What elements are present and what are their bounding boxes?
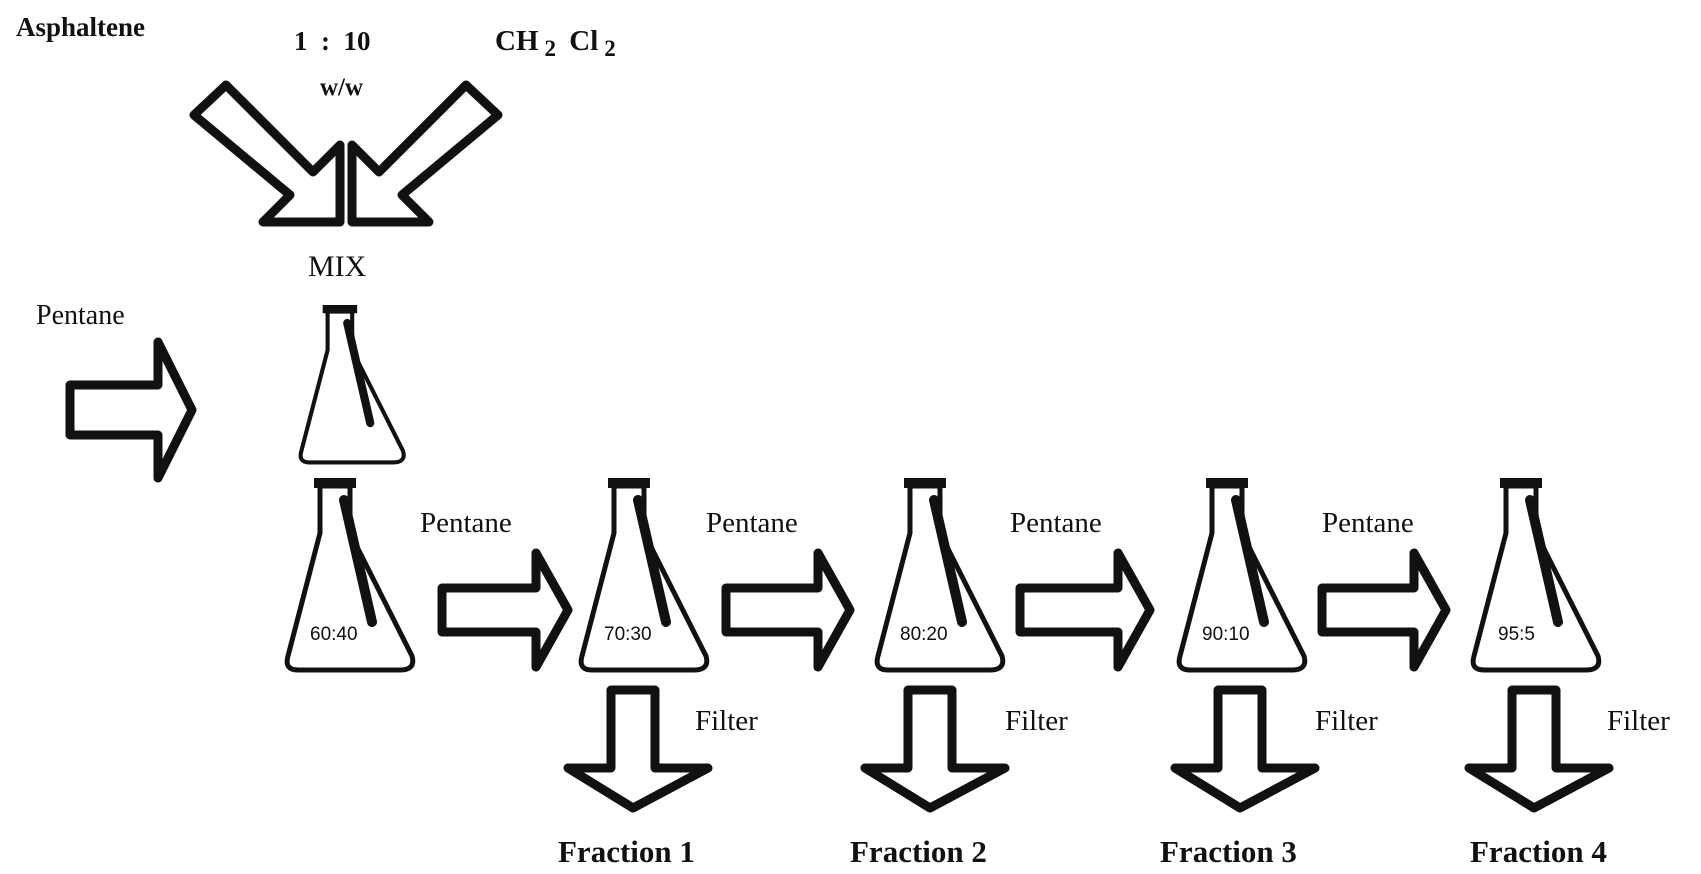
flask-70-30-ratio: 70:30 [604, 624, 652, 645]
flask-60-40-rod [339, 495, 377, 627]
flask-90-10: 90:10 [1176, 478, 1308, 673]
flask-95-5: 95:5 [1470, 478, 1602, 673]
flask-95-5-body [1470, 483, 1602, 673]
ratio-label: 1 : 10 [294, 26, 371, 56]
transfer-label-3: Pentane [1010, 507, 1102, 539]
flask-60-40: 60:40 [284, 478, 416, 673]
flask-80-20-rod [929, 495, 967, 627]
flask-90-10-body [1176, 483, 1308, 673]
asphaltene-label: Asphaltene [16, 12, 145, 42]
mix-label: MIX [308, 250, 367, 283]
pentane-inlet-label: Pentane [36, 300, 125, 331]
filter-arrow-3 [1170, 685, 1320, 813]
flask-80-20-ratio: 80:20 [900, 624, 948, 645]
fraction-label-2: Fraction 2 [850, 834, 987, 869]
filter-label-3: Filter [1315, 705, 1378, 737]
pentane-inlet-arrow [65, 337, 197, 483]
flask-60-40-lip [314, 478, 356, 488]
fraction-label-1: Fraction 1 [558, 834, 695, 869]
solvent-cl: Cl [562, 25, 598, 57]
flask-80-20-body [874, 483, 1006, 673]
flask-60-40-body [284, 483, 416, 673]
flask-70-30-body [578, 483, 710, 673]
fraction-label-4: Fraction 4 [1470, 834, 1607, 869]
transfer-label-2: Pentane [706, 507, 798, 539]
flask-90-10-rod [1231, 495, 1269, 627]
transfer-label-4: Pentane [1322, 507, 1414, 539]
filter-label-2: Filter [1005, 705, 1068, 737]
flask-mix-lip [322, 305, 358, 314]
transfer-arrow-2 [721, 548, 855, 672]
filter-arrow-1 [563, 685, 713, 813]
flask-95-5-ratio: 95:5 [1498, 624, 1535, 645]
transfer-arrow-4 [1317, 548, 1451, 672]
flask-mix [298, 305, 406, 465]
flask-60-40-ratio: 60:40 [310, 624, 358, 645]
flask-70-30-lip [608, 478, 650, 488]
flask-95-5-rod [1525, 495, 1563, 627]
flask-70-30: 70:30 [578, 478, 710, 673]
flask-90-10-lip [1206, 478, 1248, 488]
flask-mix-body [298, 309, 406, 465]
flask-mix-rod [343, 318, 375, 428]
solvent-sub-1: 2 [545, 36, 557, 61]
flask-70-30-rod [633, 495, 671, 627]
transfer-label-1: Pentane [420, 507, 512, 539]
filter-arrow-4 [1464, 685, 1614, 813]
filter-label-4: Filter [1607, 705, 1670, 737]
flask-80-20: 80:20 [874, 478, 1006, 673]
transfer-arrow-1 [437, 548, 573, 672]
filter-label-1: Filter [695, 705, 758, 737]
filter-arrow-2 [860, 685, 1010, 813]
transfer-arrow-3 [1015, 548, 1155, 672]
solvent-arrow [347, 80, 503, 227]
asphaltene-arrow [189, 80, 345, 227]
flask-95-5-lip [1500, 478, 1542, 488]
flask-90-10-ratio: 90:10 [1202, 624, 1250, 645]
ratio-unit-label: w/w [320, 74, 363, 101]
flask-80-20-lip [904, 478, 946, 488]
solvent-sub-2: 2 [604, 36, 616, 61]
fraction-label-3: Fraction 3 [1160, 834, 1297, 869]
solvent-ch: CH [495, 25, 539, 57]
